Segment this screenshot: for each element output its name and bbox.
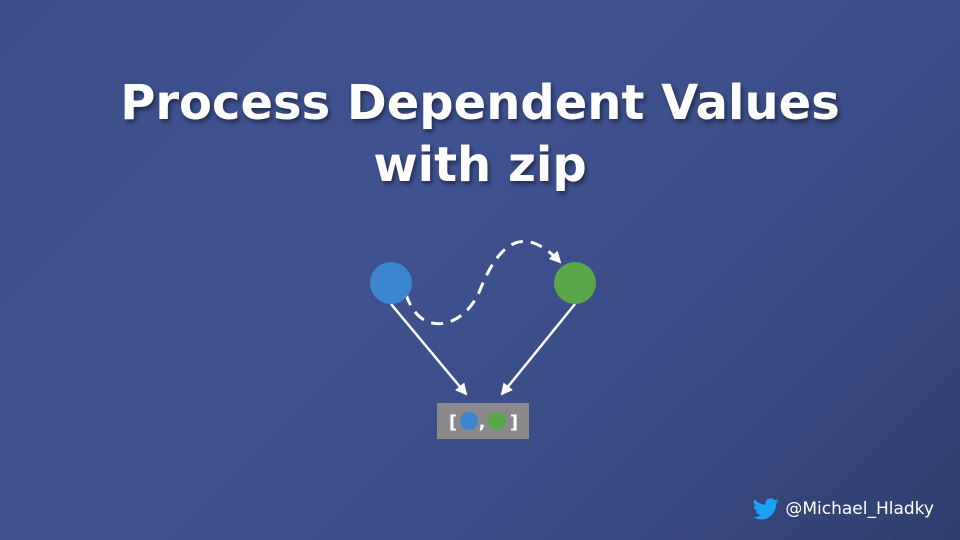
result-box-background — [437, 403, 529, 439]
second-value-circle — [554, 262, 596, 304]
twitter-bird-icon — [753, 498, 780, 520]
result-first-value-dot — [460, 412, 478, 430]
first-value-arrow — [390, 303, 468, 396]
result-open-bracket: [ — [449, 412, 457, 433]
result-close-bracket: ] — [510, 412, 518, 433]
author-handle: @Michael_Hladky — [753, 498, 934, 520]
second-value-arrow — [500, 303, 576, 396]
result-separator: , — [479, 412, 486, 433]
first-value-circle — [370, 262, 412, 304]
slide-title: Process Dependent Values with zip — [0, 72, 960, 196]
result-second-value-dot — [488, 412, 506, 430]
title-line-1: Process Dependent Values — [120, 75, 840, 131]
dependency-dashed-arrow — [404, 240, 562, 326]
title-line-2: with zip — [373, 137, 587, 193]
author-handle-text: @Michael_Hladky — [785, 499, 934, 519]
zipped-result-box: [ , ] — [437, 403, 529, 439]
